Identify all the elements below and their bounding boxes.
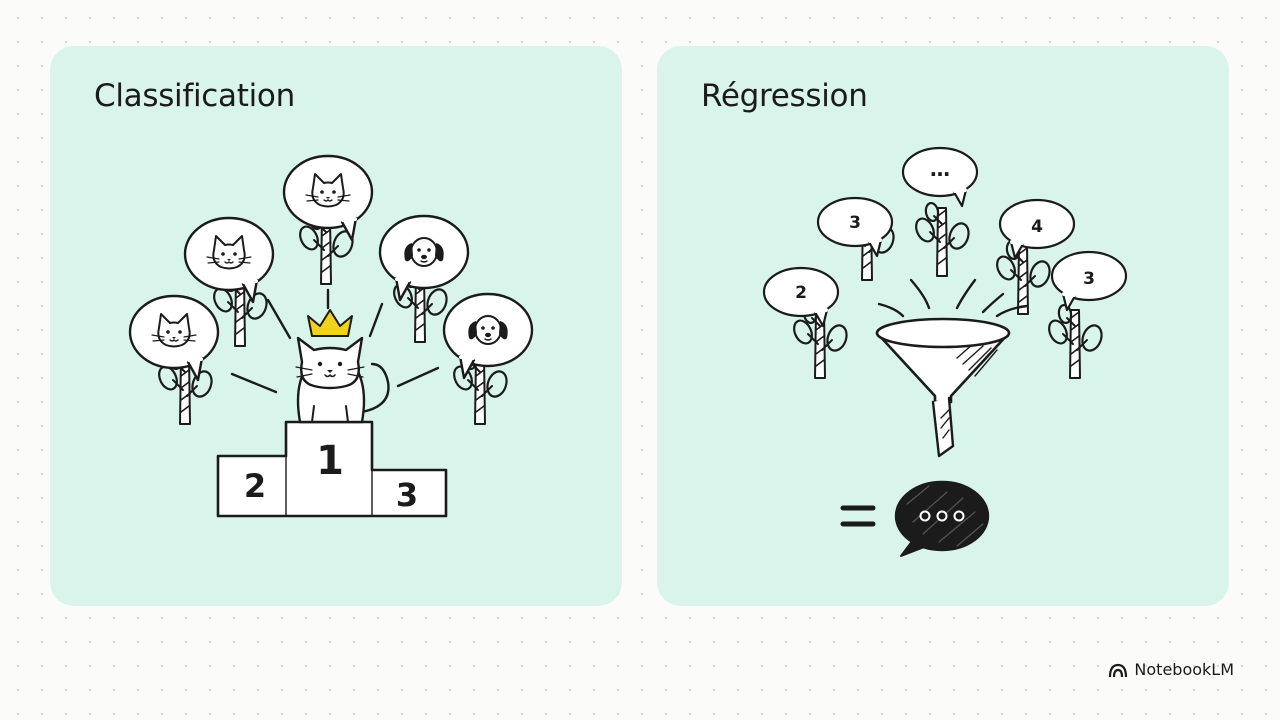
- tree-bubble-ellipsis: …: [901, 146, 979, 278]
- podium: [216, 420, 448, 518]
- funnel-icon: [875, 317, 1011, 458]
- classification-illustration: 1 2 3: [128, 154, 534, 518]
- notebooklm-brand: NotebookLM: [1108, 660, 1234, 679]
- notebooklm-logo-icon: [1109, 663, 1128, 677]
- crown-icon: [307, 309, 353, 337]
- motion-lines: [877, 278, 1029, 318]
- tree-bubble-3-right: 3: [1044, 250, 1128, 380]
- connector-lines: [230, 288, 440, 394]
- tree-bubble-4: 4: [992, 198, 1076, 316]
- answer-bubble-icon: [894, 480, 990, 557]
- classification-title: Classification: [94, 78, 295, 114]
- tree-bubble-2: 2: [762, 266, 852, 380]
- regression-illustration: 2 3 … 4 3: [762, 146, 1128, 557]
- tree-bubble-3-left: 3: [816, 196, 899, 282]
- tree-with-dog-bubble-2: [442, 292, 534, 426]
- tree-with-cat-bubble-3: [282, 154, 374, 286]
- podium-first-label: 1: [316, 438, 344, 484]
- bubble-value-5: 3: [1083, 269, 1095, 289]
- winner-cat-icon: [295, 336, 390, 424]
- brand-label: NotebookLM: [1134, 660, 1234, 679]
- podium-third-label: 3: [396, 476, 418, 514]
- bubble-value-3: …: [930, 157, 950, 181]
- bubble-value-1: 2: [795, 283, 807, 303]
- bubble-value-4: 4: [1031, 217, 1043, 237]
- bubble-value-2: 3: [849, 213, 861, 233]
- regression-title: Régression: [701, 78, 868, 114]
- equals-sign: [840, 505, 876, 527]
- regression-panel: Régression 2 3 … 4 3: [657, 46, 1229, 606]
- podium-second-label: 2: [244, 467, 266, 505]
- classification-panel: Classification: [50, 46, 622, 606]
- tree-with-cat-bubble-1: [128, 294, 220, 426]
